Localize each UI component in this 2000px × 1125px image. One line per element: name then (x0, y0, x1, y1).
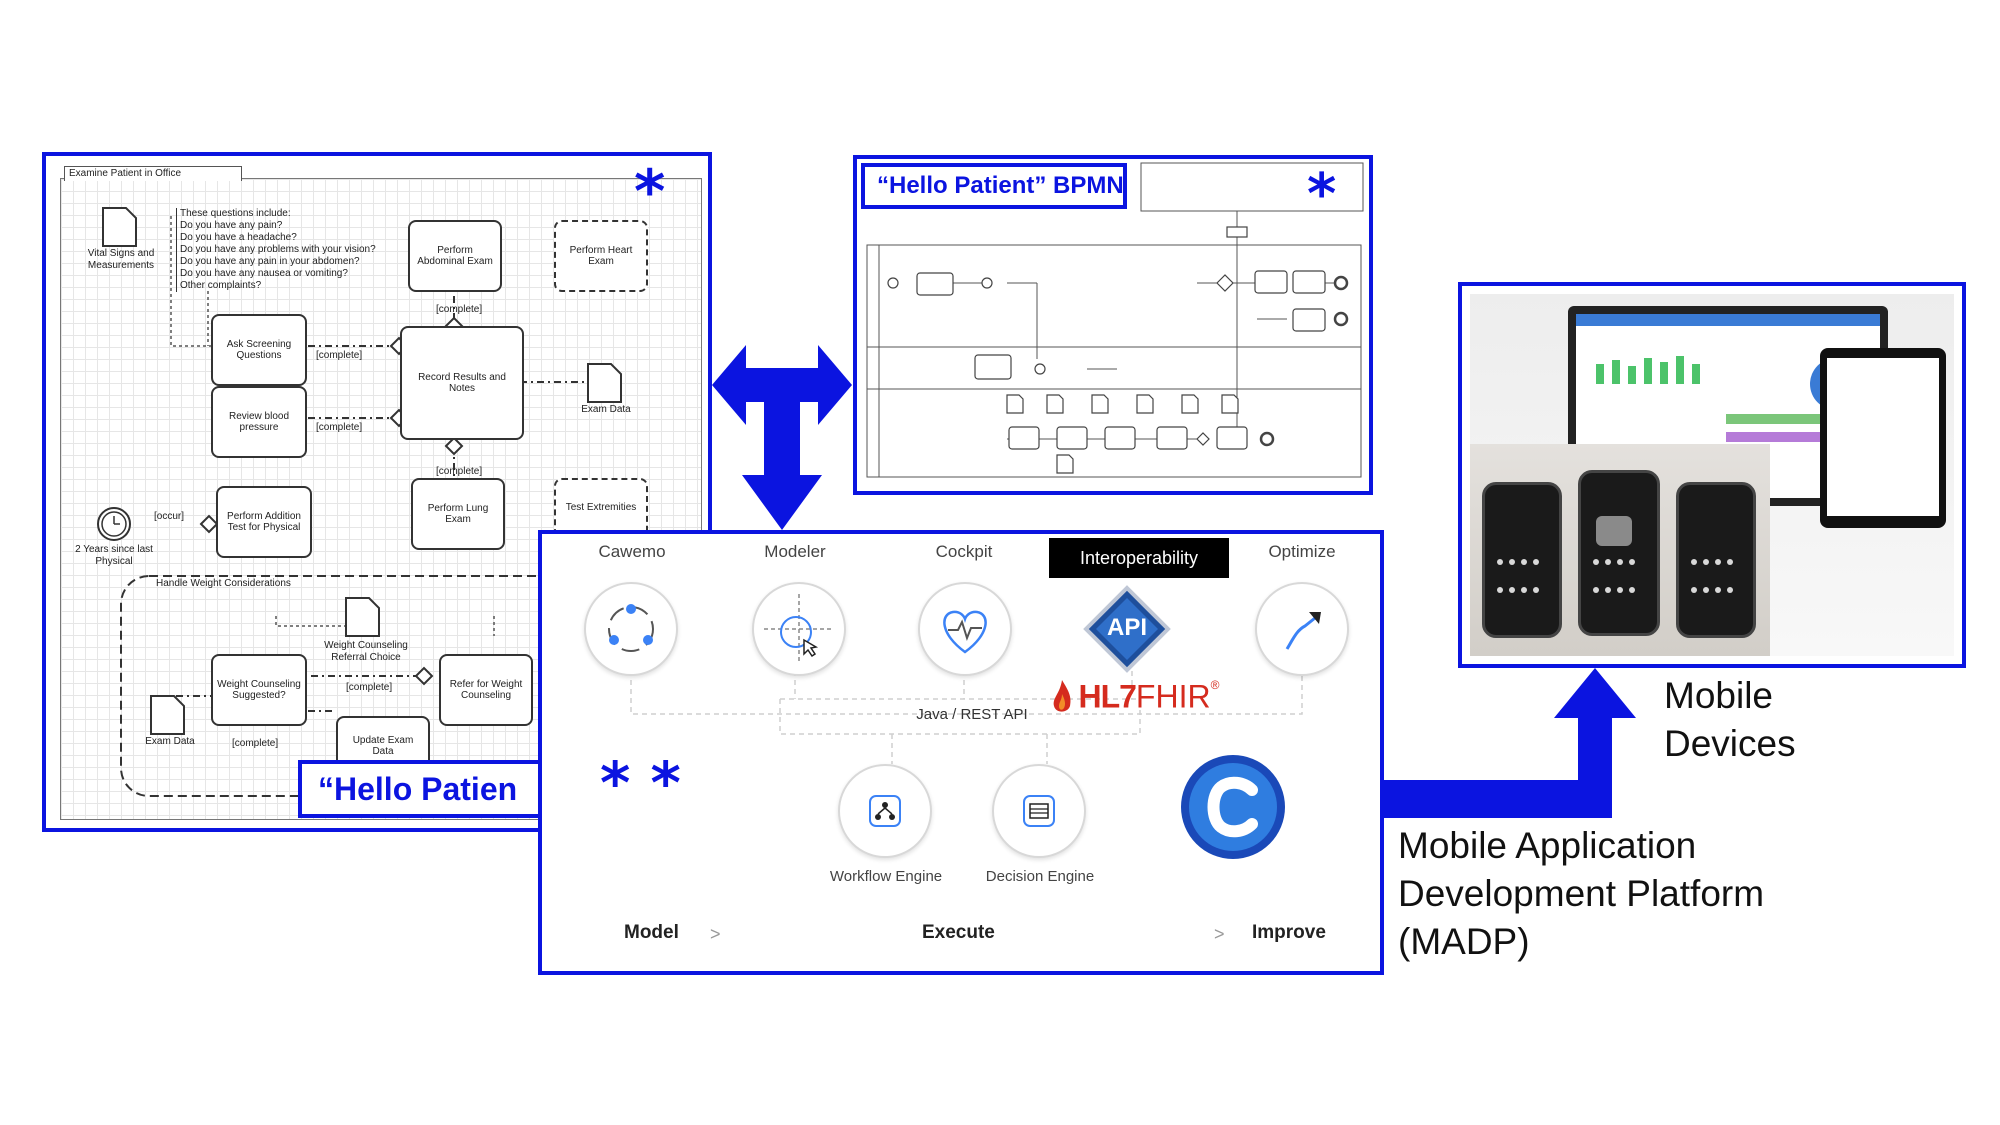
stage-execute: Execute (922, 922, 995, 943)
workflow-engine-icon[interactable] (838, 764, 932, 858)
mobile-devices-panel (1458, 282, 1966, 668)
task-addition-test: Perform Addition Test for Physical (216, 486, 312, 558)
complete-label-4: [complete] (436, 466, 483, 477)
bpmn-title: “Hello Patient” BPMN (877, 172, 1124, 199)
cockpit-heart-icon[interactable] (918, 582, 1012, 676)
hello-patient-label-text: “Hello Patien (318, 771, 518, 807)
java-rest-api-label: Java / REST API (916, 706, 1028, 723)
phone-app-icons (1497, 516, 1733, 593)
mini-bpmn-diagram (866, 162, 1364, 478)
doc-exam-data-label: Exam Data (581, 404, 631, 415)
decision-engine-label: Decision Engine (985, 868, 1095, 885)
bpmn-title-box: “Hello Patient” BPMN (861, 163, 1127, 209)
platform-connectors (630, 662, 1303, 764)
subprocess-title: Handle Weight Considerations (156, 578, 291, 589)
chevron-right-icon-1: > (710, 924, 721, 944)
doc-weight-choice-label: Weight Counseling Referral Choice (324, 640, 408, 663)
phone-3 (1676, 482, 1756, 638)
stage-model: Model (624, 922, 679, 943)
lane-title: Examine Patient in Office (64, 166, 243, 181)
doc-exam-data-label-2: Exam Data (145, 736, 195, 747)
task-record-results: Record Results and Notes (400, 326, 524, 440)
registered-mark: ® (1210, 678, 1220, 692)
task-lung-exam: Perform Lung Exam (411, 478, 505, 550)
devices-photo (1470, 294, 1954, 656)
mobile-devices-caption: Mobile Devices (1664, 675, 1796, 765)
double-star: * * (600, 749, 681, 817)
fhir-text: FHIR (1135, 678, 1211, 715)
platform-panel: Cawemo Modeler Cockpit Interoperability … (538, 530, 1384, 975)
task-review-bp: Review blood pressure (211, 386, 307, 458)
hl7-flame-icon (1053, 680, 1071, 712)
task-abdominal-exam: Perform Abdominal Exam (408, 220, 502, 292)
workflow-engine-label: Workflow Engine (829, 868, 943, 885)
chevron-right-icon-2: > (1214, 924, 1225, 944)
hello-patient-bpmn-panel: “Hello Patient” BPMN * (853, 155, 1373, 495)
modeler-icon[interactable] (752, 582, 846, 676)
bpmn-process-panel: Examine Patient in Office * (42, 152, 712, 832)
task-ask-screening: Ask Screening Questions (211, 314, 307, 386)
occur-label: [occur] (154, 511, 185, 522)
tool-label-optimize: Optimize (1268, 542, 1336, 561)
hello-patient-label: “Hello Patien (298, 760, 558, 818)
task-refer-weight: Refer for Weight Counseling (439, 654, 533, 726)
complete-label-1: [complete] (316, 350, 363, 361)
tee-arrow (712, 345, 852, 530)
camunda-c-logo (1178, 752, 1288, 862)
api-badge-text: API (1106, 614, 1147, 641)
tool-label-cockpit: Cockpit (935, 542, 993, 561)
tool-label-interoperability-box: Interoperability (1049, 538, 1229, 578)
tool-label-interoperability: Interoperability (1079, 548, 1199, 568)
cawemo-icon[interactable] (584, 582, 678, 676)
timer-label: 2 Years since last Physical (75, 544, 153, 567)
complete-label-2: [complete] (316, 422, 363, 433)
phone-2 (1578, 470, 1660, 636)
api-badge-icon: API (1082, 584, 1172, 674)
panel-star: * (634, 157, 666, 227)
elbow-arrow-up (1380, 668, 1636, 818)
complete-label-6: [complete] (232, 738, 279, 749)
hl7-text: HL7 (1078, 678, 1136, 715)
tablet (1820, 348, 1946, 528)
questions-note: These questions include: Do you have any… (176, 208, 400, 292)
hl7-fhir-logo: HL7FHIR® (1050, 678, 1250, 724)
doc-vitals-label: Vital Signs and Measurements (87, 248, 155, 271)
complete-label-5: [complete] (346, 682, 393, 693)
task-weight-suggested: Weight Counseling Suggested? (211, 654, 307, 726)
madp-caption: Mobile Application Development Platform … (1398, 825, 1765, 963)
complete-label-3: [complete] (436, 304, 483, 315)
tool-label-cawemo: Cawemo (598, 542, 666, 561)
optimize-icon[interactable] (1255, 582, 1349, 676)
bpmn-star: * (1307, 162, 1337, 227)
task-heart-exam: Perform Heart Exam (554, 220, 648, 292)
stage-improve: Improve (1252, 922, 1326, 943)
decision-engine-icon[interactable] (992, 764, 1086, 858)
tool-label-modeler: Modeler (764, 542, 826, 561)
